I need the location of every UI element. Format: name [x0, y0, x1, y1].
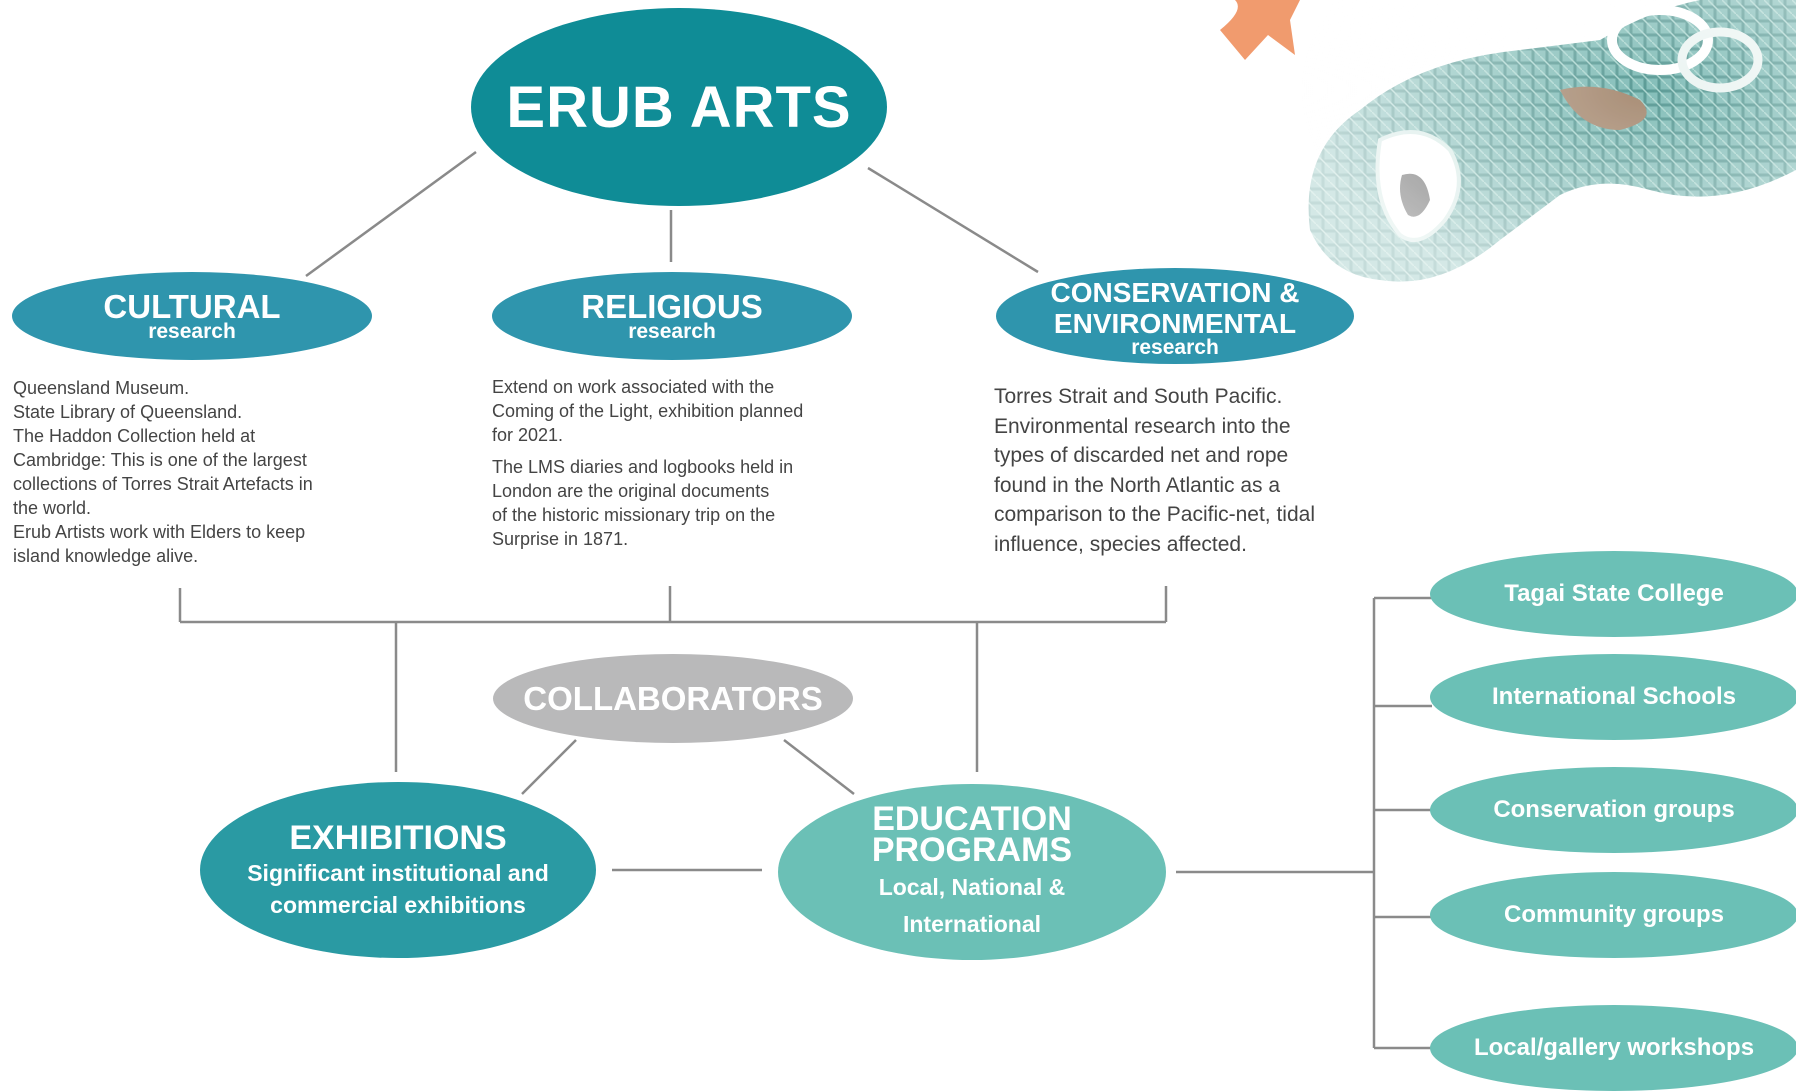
program-tagai-state-college: Tagai State College [1430, 551, 1796, 637]
description-line: Extend on work associated with the [492, 377, 775, 397]
religious-title: RELIGIOUS [581, 288, 763, 325]
religious-subtitle: research [628, 320, 716, 343]
program-international-schools: International Schools [1430, 654, 1796, 740]
connector-line [867, 166, 1039, 274]
description-line: of the historic missionary trip on the [492, 505, 776, 525]
description-line: London are the original documents [492, 481, 770, 501]
exhibitions-title: EXHIBITIONS [289, 819, 507, 857]
description-line: Erub Artists work with Elders to keep [13, 522, 306, 542]
collaborators-title: COLLABORATORS [523, 679, 823, 717]
description-line: Coming of the Light, exhibition planned [492, 401, 804, 421]
description-line: the world. [13, 498, 92, 518]
education-line2: International [902, 911, 1041, 937]
cultural-subtitle: research [148, 320, 236, 343]
description-line: State Library of Queensland. [13, 402, 243, 422]
description-line: Torres Strait and South Pacific. [994, 385, 1283, 408]
description-line: Queensland Museum. [13, 378, 190, 398]
program-label: Local/gallery workshops [1473, 1034, 1755, 1061]
program-conservation-groups: Conservation groups [1430, 767, 1796, 853]
exhibitions-line1: Significant institutional and [247, 860, 549, 886]
exhibitions-node: EXHIBITIONS Significant institutional an… [200, 782, 596, 958]
description-line: comparison to the Pacific-net, tidal [994, 503, 1315, 526]
erub-arts-node: ERUB ARTS [471, 8, 887, 206]
connector-line [783, 739, 855, 795]
conservation-research-node: CONSERVATION & ENVIRONMENTAL research [996, 268, 1354, 364]
cultural-title: CULTURAL [103, 288, 281, 325]
education-title-line1: EDUCATION [872, 800, 1072, 838]
description-line: Surprise in 1871. [492, 529, 629, 549]
connector-line [521, 739, 577, 795]
cultural-research-node: CULTURAL research [12, 272, 372, 360]
description-line: Cambridge: This is one of the largest [13, 450, 307, 470]
connector-line [305, 150, 477, 278]
collaborators-node: COLLABORATORS [493, 654, 853, 743]
exhibitions-line2: commercial exhibitions [270, 892, 526, 918]
description-line: found in the North Atlantic as a [994, 473, 1281, 497]
religious-research-node: RELIGIOUS research [492, 272, 852, 360]
conservation-description: Torres Strait and South Pacific. Environ… [994, 382, 1364, 559]
education-title-line2: PROGRAMS [871, 831, 1073, 869]
main-title: ERUB ARTS [506, 74, 852, 140]
program-label: Tagai State College [1504, 580, 1724, 607]
cultural-description: Queensland Museum. State Library of Quee… [13, 376, 383, 568]
program-community-groups: Community groups [1430, 872, 1796, 958]
program-label: Community groups [1504, 901, 1724, 928]
conservation-title-line2: ENVIRONMENTAL [1053, 307, 1297, 339]
program-label: International Schools [1491, 683, 1737, 710]
description-line: Environmental research into the [994, 414, 1291, 438]
program-local-gallery-workshops: Local/gallery workshops [1430, 1005, 1796, 1091]
description-line: collections of Torres Strait Artefacts i… [13, 474, 313, 494]
description-line: for 2021. [492, 425, 564, 445]
description-line: types of discarded net and rope [994, 444, 1289, 467]
religious-description: Extend on work associated with the Comin… [492, 375, 862, 551]
religious-paragraph-2: The LMS diaries and logbooks held in Lon… [492, 455, 862, 551]
education-programs-node: EDUCATION PROGRAMS Local, National & Int… [778, 784, 1166, 960]
orange-coral-shape [1220, 0, 1300, 60]
description-line: The LMS diaries and logbooks held in [492, 457, 794, 477]
conservation-subtitle: research [1131, 335, 1219, 359]
program-label: Conservation groups [1493, 796, 1735, 823]
education-line1: Local, National & [878, 874, 1066, 900]
religious-paragraph-1: Extend on work associated with the Comin… [492, 375, 862, 447]
description-line: The Haddon Collection held at [13, 426, 256, 446]
conservation-title-line1: CONSERVATION & [1050, 276, 1300, 308]
description-line: influence, species affected. [994, 532, 1247, 556]
description-line: island knowledge alive. [13, 546, 199, 566]
